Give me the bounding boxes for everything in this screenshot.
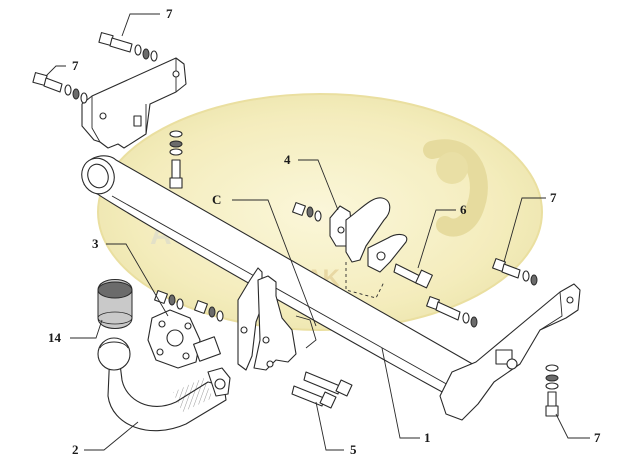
left-mounting-bracket: [81, 57, 187, 149]
main-beam: [81, 155, 486, 401]
tow-ball-arm-2: [97, 337, 231, 432]
callout-bolt-6: 6: [460, 202, 467, 217]
callout-bolt-top-2: 7: [72, 58, 79, 73]
callout-plate-3: 3: [92, 236, 99, 251]
leader-lines: [45, 13, 590, 451]
callout-bolt-right-lower: 7: [594, 430, 601, 445]
callout-labels: 7 7 4 C 6 7 3 14 2 5 1 7: [48, 6, 601, 457]
bolt-right-lower: [545, 364, 559, 417]
bolt-vertical-left: [169, 130, 183, 189]
callout-cap-14: 14: [48, 330, 62, 345]
right-mounting-bracket: [439, 283, 581, 421]
center-bracket-C: [237, 267, 317, 371]
bolt-5: [291, 371, 353, 409]
callout-bracket-C: C: [212, 192, 221, 207]
bracket-4: [329, 197, 408, 299]
callout-bolt-top-1: 7: [166, 6, 173, 21]
hitch-plate-3: [147, 309, 221, 369]
bolt-mid-right: [426, 296, 478, 328]
callout-ball-2: 2: [72, 442, 79, 457]
nuts-washers-4: [292, 202, 322, 222]
callout-bolt-5: 5: [350, 442, 357, 457]
bolt-6: [393, 263, 433, 289]
bolt-right-upper: [492, 258, 538, 286]
callout-beam-1: 1: [424, 430, 431, 445]
ball-cap-14: [97, 279, 133, 329]
bolt-top-2: [32, 72, 88, 104]
callout-bracket-4: 4: [284, 152, 291, 167]
bolt-top-1: [98, 32, 158, 62]
callout-bolt-right-upper: 7: [550, 190, 557, 205]
